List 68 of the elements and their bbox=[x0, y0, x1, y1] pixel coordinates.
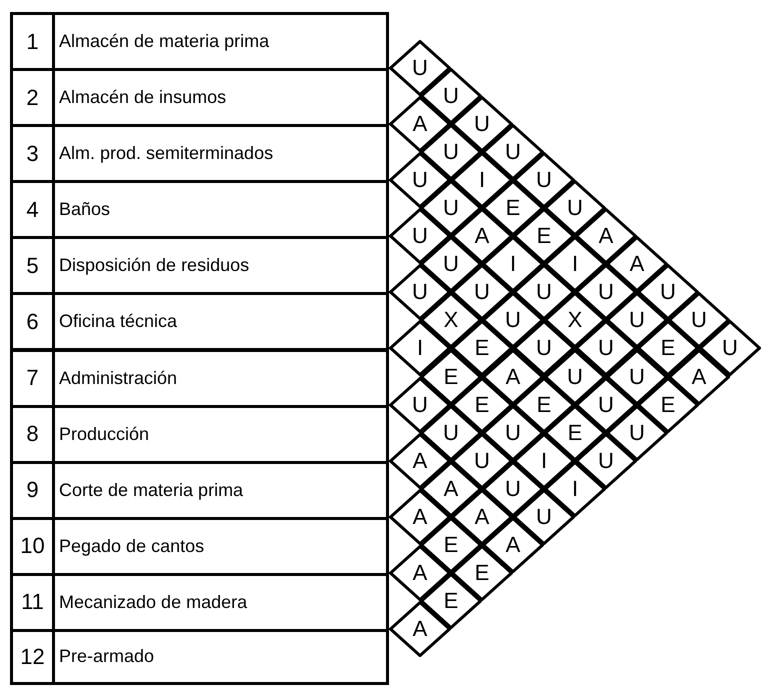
relationship-code: U bbox=[598, 394, 614, 416]
relationship-code: U bbox=[474, 113, 490, 136]
relationship-code: A bbox=[412, 450, 428, 472]
relationship-code: U bbox=[567, 366, 583, 388]
relationship-code: A bbox=[474, 225, 490, 248]
row-number: 7 bbox=[10, 348, 55, 408]
relationship-code: E bbox=[536, 225, 552, 248]
relationship-code: U bbox=[567, 197, 583, 220]
relationship-code: A bbox=[598, 225, 614, 248]
relationship-code: U bbox=[629, 366, 645, 388]
relationship-code: U bbox=[412, 57, 428, 80]
row-number: 6 bbox=[10, 292, 55, 352]
relationship-code: U bbox=[536, 281, 552, 304]
relationship-code: A bbox=[412, 113, 428, 136]
relationship-code: U bbox=[722, 337, 738, 360]
relationship-code: A bbox=[412, 506, 428, 528]
relationship-code: U bbox=[598, 281, 614, 304]
relationship-code: U bbox=[536, 506, 552, 528]
relationship-code: E bbox=[568, 422, 582, 444]
relationship-code: E bbox=[474, 337, 490, 360]
relationship-code: U bbox=[443, 85, 459, 108]
relationship-code: A bbox=[506, 366, 520, 388]
relationship-code: E bbox=[474, 562, 490, 584]
relationship-code: U bbox=[412, 281, 428, 304]
relationship-code: I bbox=[572, 253, 578, 276]
relationship-code: E bbox=[474, 394, 490, 416]
relationship-code: U bbox=[598, 337, 614, 360]
relationship-code: E bbox=[444, 366, 458, 388]
relationship-code: U bbox=[691, 309, 707, 332]
relationship-code: A bbox=[506, 534, 520, 556]
relationship-code: U bbox=[598, 450, 614, 472]
relationship-code: U bbox=[443, 253, 459, 276]
relationship-code: I bbox=[416, 337, 424, 360]
relationship-code: U bbox=[629, 422, 645, 444]
relationship-code: U bbox=[412, 225, 428, 248]
relationship-code: A bbox=[692, 366, 706, 388]
relationship-code: U bbox=[443, 197, 459, 220]
relationship-code: E bbox=[506, 197, 520, 220]
relationship-code: I bbox=[478, 169, 486, 192]
relationship-code: U bbox=[443, 422, 459, 444]
relationship-code: A bbox=[444, 478, 458, 500]
relationship-code: U bbox=[536, 169, 552, 192]
relationship-code: U bbox=[660, 281, 676, 304]
relationship-code: I bbox=[510, 253, 516, 276]
relationship-code: A bbox=[630, 253, 644, 276]
relationship-code: I bbox=[572, 478, 578, 500]
relationship-code: U bbox=[443, 141, 459, 164]
relationship-code: A bbox=[412, 618, 428, 640]
relationship-code: U bbox=[505, 309, 521, 332]
relationship-code: U bbox=[412, 394, 428, 416]
relationship-code: X bbox=[568, 309, 582, 332]
relationship-code: I bbox=[540, 450, 548, 472]
relationship-code: E bbox=[444, 590, 458, 612]
relationship-code: U bbox=[505, 478, 521, 500]
relationship-code: E bbox=[660, 337, 676, 360]
relationship-code: U bbox=[474, 450, 490, 472]
relationship-code: E bbox=[536, 394, 552, 416]
relationship-code: U bbox=[629, 309, 645, 332]
relationship-code: E bbox=[660, 394, 676, 416]
relationship-code: A bbox=[474, 506, 490, 528]
relationship-code: U bbox=[474, 281, 490, 304]
relationship-code: U bbox=[412, 169, 428, 192]
relationship-code: U bbox=[505, 422, 521, 444]
relationship-code: U bbox=[505, 141, 521, 164]
relationship-code: E bbox=[444, 534, 458, 556]
relationship-code: U bbox=[536, 337, 552, 360]
relationship-code: A bbox=[412, 562, 428, 584]
relationship-code: X bbox=[444, 309, 458, 332]
